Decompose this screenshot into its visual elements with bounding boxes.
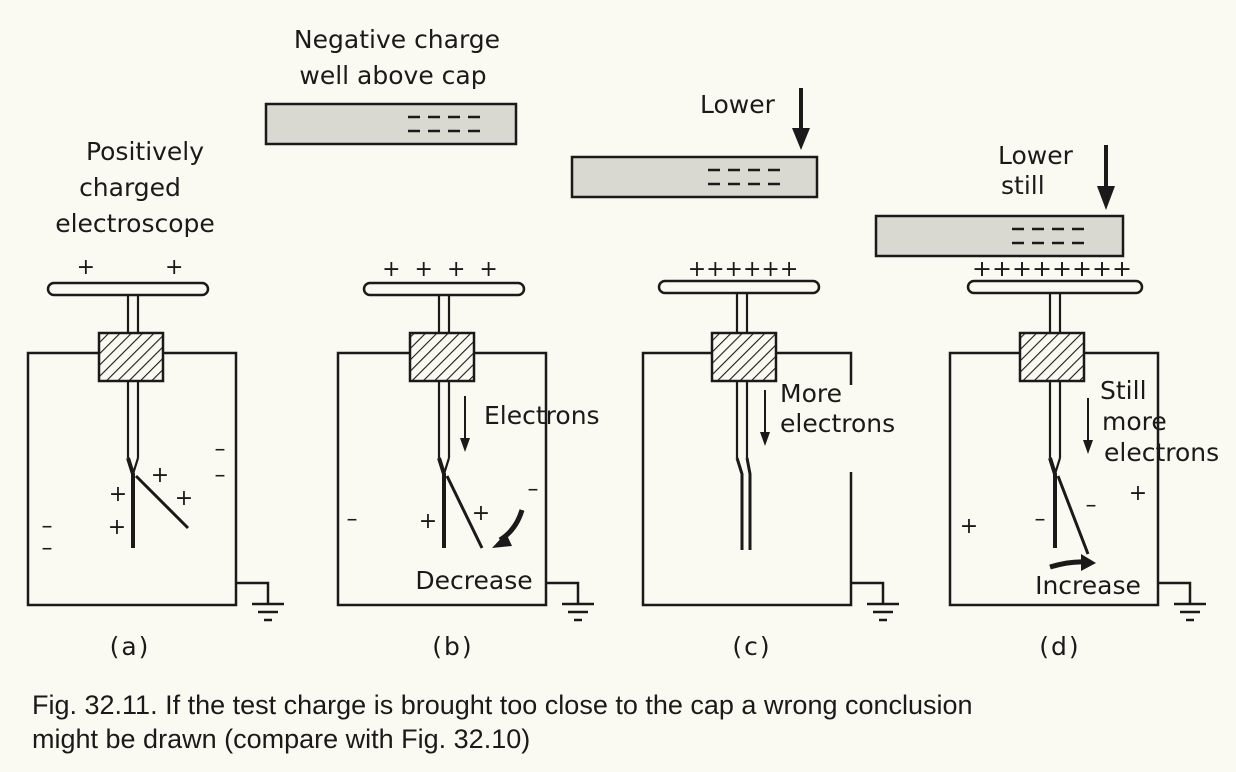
insulator-plug (1018, 331, 1086, 383)
charged-rod (570, 155, 819, 199)
leaf-charge: + (151, 463, 169, 488)
panel-d: Lower still ++++++++ Still more electron… (874, 141, 1219, 661)
electron-flow-arrow (460, 396, 470, 452)
move-label: still (1001, 171, 1045, 200)
earth-symbol (236, 581, 284, 622)
label-charged: charged (79, 173, 181, 202)
case-charge: – (347, 507, 358, 532)
gold-leaf (445, 475, 484, 549)
decrease-arrow (492, 509, 525, 548)
move-label: Lower (998, 141, 1074, 170)
case-charge: – (42, 514, 53, 539)
electroscope-cap (657, 279, 821, 295)
cap-charges: ++++++ (688, 257, 799, 282)
insulator-plug (97, 331, 165, 383)
insulator-plug (408, 331, 476, 383)
case-charge: – (215, 463, 226, 488)
rod-label: Negative charge (294, 25, 500, 54)
panel-a: Positively charged electroscope + + + + … (26, 137, 284, 661)
leaf-charge: + (175, 486, 193, 511)
earth-symbol (1158, 581, 1206, 622)
case-charge: – (42, 536, 53, 561)
case-charge: – (215, 437, 226, 462)
cap-charges: ++++++++ (972, 257, 1132, 282)
case-charge: + (960, 514, 978, 539)
flow-label: Electrons (484, 401, 600, 430)
increase-arrow (1049, 554, 1096, 571)
sub-label: (a) (110, 632, 151, 661)
rod-negative-charges (708, 168, 780, 186)
electroscope-cap (966, 279, 1144, 295)
sub-label: (d) (1039, 632, 1080, 661)
cap-charges: + + (77, 255, 184, 280)
leaf-charge: + (108, 515, 126, 540)
label-positively: Positively (86, 137, 204, 166)
earth-symbol (851, 581, 899, 622)
rod-negative-charges (1012, 227, 1084, 245)
rod-label: well above cap (299, 61, 486, 90)
change-label: Increase (1035, 571, 1141, 600)
electron-flow-arrow (760, 390, 770, 446)
label-electroscope: electroscope (55, 209, 215, 238)
leaf-charge: – (1086, 493, 1097, 518)
caption-line: might be drawn (compare with Fig. 32.10) (32, 724, 531, 754)
leaf-charge: – (1035, 507, 1046, 532)
charged-rod (264, 102, 518, 146)
panel-b: Negative charge well above cap + + + + E… (264, 25, 600, 661)
electroscope-cap (46, 281, 210, 297)
charged-rod (874, 214, 1125, 258)
rod-negative-charges (408, 115, 480, 133)
leaf-charge: + (419, 509, 437, 534)
flow-label: electrons (1104, 438, 1219, 467)
flow-label: Still (1100, 376, 1147, 405)
fixed-leaf (735, 457, 744, 550)
move-label: Lower (700, 90, 776, 119)
fixed-leaf (437, 457, 446, 548)
flow-label: more (1102, 407, 1167, 436)
gold-leaf (745, 457, 752, 550)
leaf-charge: + (109, 482, 127, 507)
case-charge: – (528, 477, 539, 502)
flow-label: electrons (780, 409, 895, 438)
insulator-plug (710, 331, 778, 383)
case-charge: + (1129, 481, 1147, 506)
electroscope-cap (362, 281, 526, 297)
caption-line: Fig. 32.11. If the test charge is brough… (32, 690, 973, 720)
change-label: Decrease (415, 566, 532, 595)
leaf-charge: + (472, 501, 490, 526)
panel-c: Lower ++++++ More electrons (c) (570, 88, 899, 661)
cap-charges: + + + + (382, 257, 498, 282)
electroscope-figure: Positively charged electroscope + + + + … (26, 25, 1219, 661)
sub-label: (c) (732, 632, 771, 661)
down-arrow-icon (1097, 145, 1115, 210)
flow-label: More (780, 379, 842, 408)
fixed-leaf (1048, 457, 1057, 548)
electron-flow-arrow (1083, 398, 1093, 454)
gold-leaf (134, 474, 190, 530)
earth-symbol (546, 581, 594, 622)
down-arrow-icon (792, 88, 810, 150)
gold-leaf (1056, 475, 1090, 555)
figure-caption: Fig. 32.11. If the test charge is brough… (32, 688, 1222, 756)
sub-label: (b) (432, 632, 473, 661)
fixed-leaf (126, 457, 135, 548)
